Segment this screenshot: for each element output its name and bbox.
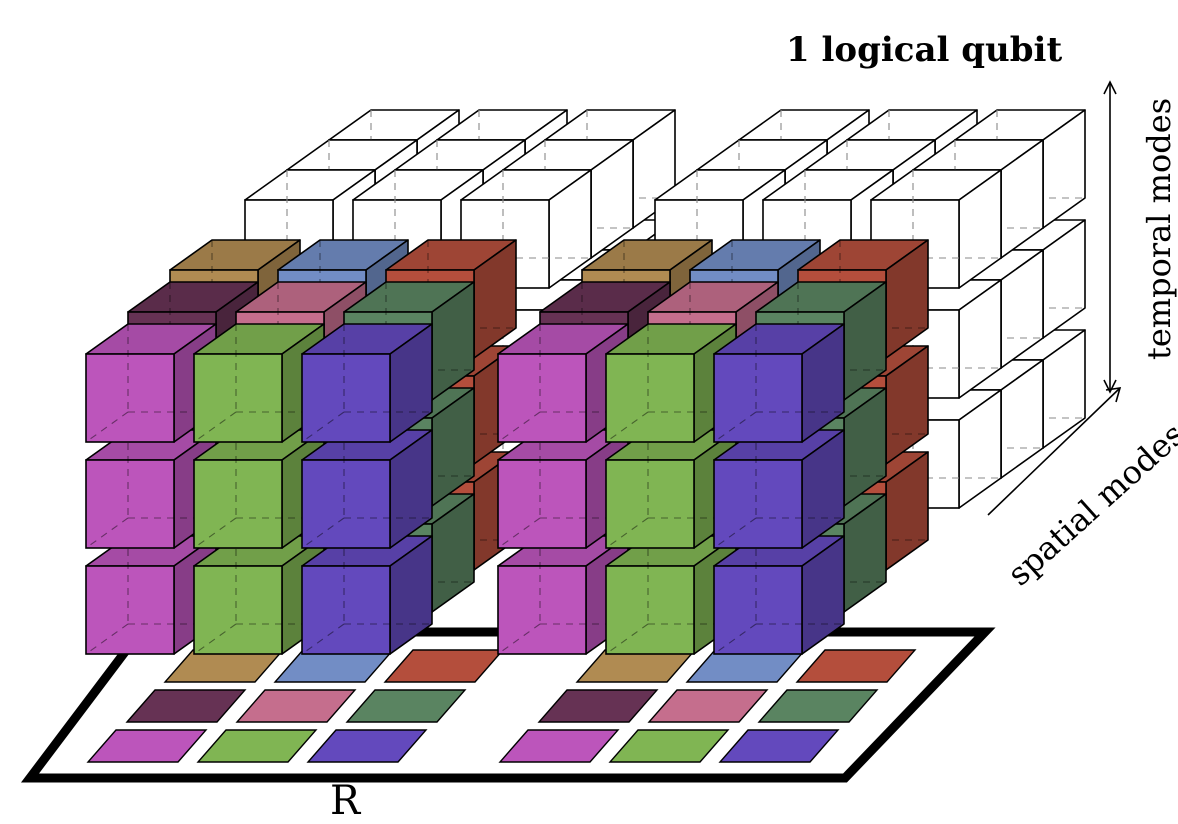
- cube-hidden-edge: [713, 623, 757, 655]
- cube-front-face: [193, 459, 283, 549]
- mode-axes: [987, 80, 1122, 516]
- cube-front-face: [713, 353, 803, 443]
- cube-hidden-edge: [605, 517, 649, 549]
- chip-tile: [718, 729, 840, 763]
- chip-tile: [647, 689, 769, 723]
- chip-tile: [196, 729, 318, 763]
- cube-front-face: [713, 565, 803, 655]
- cluster-state-diagram: [20, 80, 1122, 783]
- cube-hidden-edge: [85, 517, 129, 549]
- cube-hidden-edge: [497, 517, 541, 549]
- chip-tile: [306, 729, 428, 763]
- temporal-axis-arrow: [1103, 80, 1117, 95]
- cube-hidden-edge: [605, 623, 649, 655]
- cube-indigo: [301, 535, 433, 655]
- cube-hidden-edge: [301, 411, 345, 443]
- spatial-axis-arrow: [1105, 387, 1122, 403]
- cube-hidden-edge: [193, 411, 237, 443]
- cube-hidden-edge: [193, 517, 237, 549]
- cube-front-face: [605, 353, 695, 443]
- chip-plate: [20, 627, 996, 783]
- cube-indigo: [713, 429, 845, 549]
- cube-front-face: [713, 459, 803, 549]
- spatial-axis-line: [987, 387, 1121, 516]
- cube-front-face: [301, 353, 391, 443]
- cube-front-face: [193, 353, 283, 443]
- chip-tile: [383, 649, 505, 683]
- cube-hidden-edge: [301, 517, 345, 549]
- chip-tile: [235, 689, 357, 723]
- cube-hidden-edge: [301, 623, 345, 655]
- chip-tile: [608, 729, 730, 763]
- diagram-title: 1 logical qubit: [786, 30, 1063, 70]
- cube-lime: [605, 323, 737, 443]
- chip-tile: [795, 649, 917, 683]
- cube-front-face: [605, 565, 695, 655]
- cube-hidden-edge: [713, 517, 757, 549]
- temporal-modes-label: temporal modes: [1140, 97, 1178, 360]
- chip-tile: [537, 689, 659, 723]
- cube-indigo: [713, 323, 845, 443]
- chip-tile: [86, 729, 208, 763]
- cube-front-face: [605, 459, 695, 549]
- cube-hidden-edge: [605, 411, 649, 443]
- chip-tile: [757, 689, 879, 723]
- cube-hidden-edge: [497, 623, 541, 655]
- chip-tile: [498, 729, 620, 763]
- cube-hidden-edge: [497, 411, 541, 443]
- chip-tile: [125, 689, 247, 723]
- cube-front-face: [301, 565, 391, 655]
- cube-hidden-edge: [85, 411, 129, 443]
- cube-front-face: [193, 565, 283, 655]
- cube-hidden-edge: [193, 623, 237, 655]
- cube-front-face: [497, 459, 587, 549]
- cube-hidden-edge: [713, 411, 757, 443]
- chip-tile: [345, 689, 467, 723]
- cube-front-face: [497, 565, 587, 655]
- colored-cube-lattice: [85, 239, 929, 655]
- bottom-label: R: [330, 778, 361, 824]
- cube-front-face: [85, 353, 175, 443]
- cube-front-face: [85, 565, 175, 655]
- cube-indigo: [301, 429, 433, 549]
- cube-front-face: [301, 459, 391, 549]
- cube-front-face: [85, 459, 175, 549]
- cube-indigo: [713, 535, 845, 655]
- cube-hidden-edge: [85, 623, 129, 655]
- temporal-axis-arrow: [1103, 379, 1117, 394]
- cube-indigo: [301, 323, 433, 443]
- cube-front-face: [497, 353, 587, 443]
